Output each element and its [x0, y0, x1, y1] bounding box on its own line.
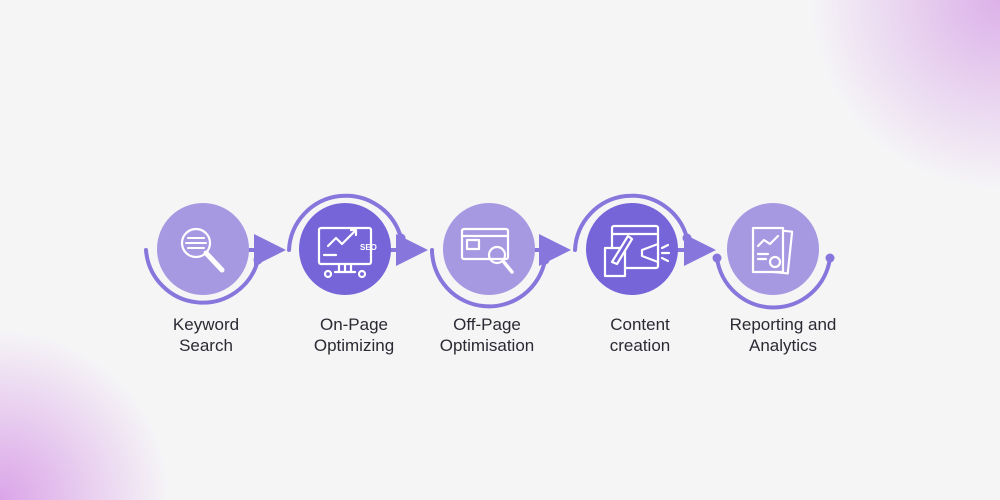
- content-megaphone-icon: [603, 224, 671, 278]
- arc-end-dot: [825, 253, 835, 263]
- step-label-line: Search: [179, 336, 233, 355]
- step-label-line: Content: [610, 315, 670, 334]
- arc-end-dot: [682, 233, 692, 243]
- step-circle-off-page: [443, 203, 535, 295]
- arc-end-dot: [712, 253, 722, 263]
- seo-icon-text: SEO: [360, 243, 377, 252]
- seo-monitor-icon: [317, 226, 373, 279]
- step-label-line: On-Page: [319, 315, 389, 334]
- magnifier-icon: [180, 227, 225, 273]
- arc-end-dot: [540, 255, 550, 265]
- step-arc: [287, 193, 403, 252]
- report-chart-icon: [751, 226, 794, 275]
- step-arc: [573, 193, 689, 252]
- arc-end-dot: [396, 233, 406, 243]
- step-arc: [144, 248, 260, 305]
- step-circle-on-page: [299, 203, 391, 295]
- step-label-content: Content creation: [565, 314, 715, 356]
- step-label-line: Off-Page: [453, 315, 521, 334]
- browser-search-icon: [460, 227, 514, 274]
- step-arc: [715, 256, 832, 310]
- step-label-line: creation: [609, 336, 671, 355]
- step-label-line: Analytics: [748, 336, 818, 355]
- step-circle-content: [586, 203, 678, 295]
- step-label-line: Optimisation: [439, 336, 535, 355]
- arc-end-dot: [253, 255, 263, 265]
- step-label-line: Reporting and: [729, 315, 837, 334]
- step-arc: [430, 248, 547, 309]
- step-label-line: Keyword: [172, 315, 240, 334]
- step-label-line: Optimizing: [313, 336, 395, 355]
